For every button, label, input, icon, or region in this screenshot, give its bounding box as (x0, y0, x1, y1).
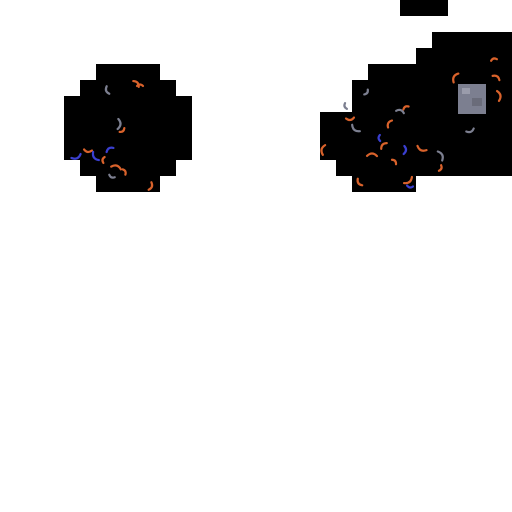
ember-fleck-icon (132, 79, 140, 89)
ember-fleck-icon (402, 175, 414, 185)
ember-fleck-icon (402, 144, 408, 156)
ember-fleck-icon (118, 127, 126, 134)
ember-fleck-icon (135, 83, 145, 88)
stone-block-icon[interactable] (458, 84, 486, 114)
ember-fleck-icon (116, 117, 122, 131)
ember-fleck-icon (395, 108, 405, 115)
ember-fleck-icon (110, 164, 122, 171)
ember-fleck-icon (147, 181, 154, 191)
ember-fleck-icon (465, 127, 475, 134)
ember-fleck-icon (416, 144, 428, 152)
terrain-strip-top (400, 0, 448, 16)
ember-fleck-icon (356, 177, 364, 187)
ember-fleck-icon (91, 150, 100, 162)
ember-fleck-icon (363, 88, 369, 96)
ember-fleck-icon (452, 72, 460, 84)
ember-fleck-icon (437, 164, 443, 172)
ember-fleck-icon (405, 184, 415, 189)
terrain-blob-left[interactable] (64, 64, 192, 192)
ember-fleck-icon (436, 150, 444, 162)
ember-fleck-icon (82, 148, 94, 154)
ember-fleck-icon (101, 155, 106, 165)
ember-fleck-icon (495, 89, 502, 103)
ember-fleck-icon (320, 144, 327, 156)
ember-fleck-icon (105, 146, 115, 154)
ember-fleck-icon (386, 119, 394, 129)
ember-fleck-icon (380, 142, 388, 150)
ember-fleck-icon (344, 116, 356, 122)
ember-fleck-icon (377, 133, 382, 143)
ember-fleck-icon (365, 152, 379, 158)
ember-fleck-icon (70, 152, 82, 160)
ember-fleck-icon (491, 74, 501, 82)
ember-fleck-icon (390, 158, 398, 166)
ember-fleck-icon (351, 123, 361, 133)
ember-fleck-icon (490, 57, 498, 62)
ember-fleck-icon (108, 173, 116, 179)
ember-fleck-icon (343, 102, 349, 110)
ember-fleck-icon (104, 85, 111, 95)
ember-fleck-icon (402, 105, 410, 111)
ember-fleck-icon (121, 168, 127, 176)
debris-layer (70, 57, 502, 191)
